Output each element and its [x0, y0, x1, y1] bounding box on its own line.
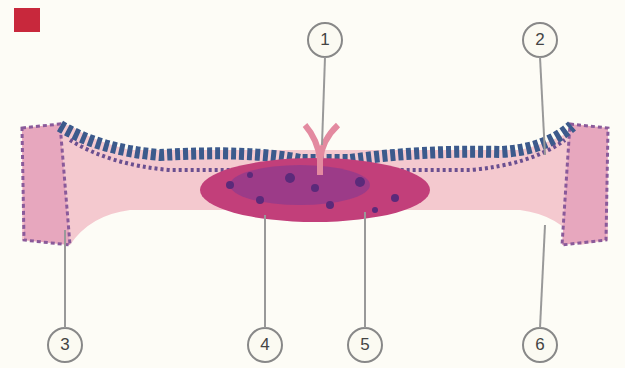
callout-circles — [48, 23, 557, 362]
callout-number: 2 — [535, 30, 544, 50]
central-core — [230, 165, 370, 205]
central-mass — [200, 158, 430, 222]
right-end-epithelium — [562, 124, 608, 245]
callout-number: 3 — [60, 335, 69, 355]
callout-number: 5 — [360, 335, 369, 355]
panel-marker — [14, 8, 40, 32]
callout-number: 1 — [320, 30, 329, 50]
duct-stem — [317, 158, 323, 175]
surface-cell-layer — [60, 126, 572, 160]
connective-tissue — [22, 125, 608, 245]
leader-lines — [65, 57, 545, 328]
callout-number: 4 — [260, 335, 269, 355]
callout-number: 6 — [535, 335, 544, 355]
left-end-epithelium — [22, 124, 70, 245]
